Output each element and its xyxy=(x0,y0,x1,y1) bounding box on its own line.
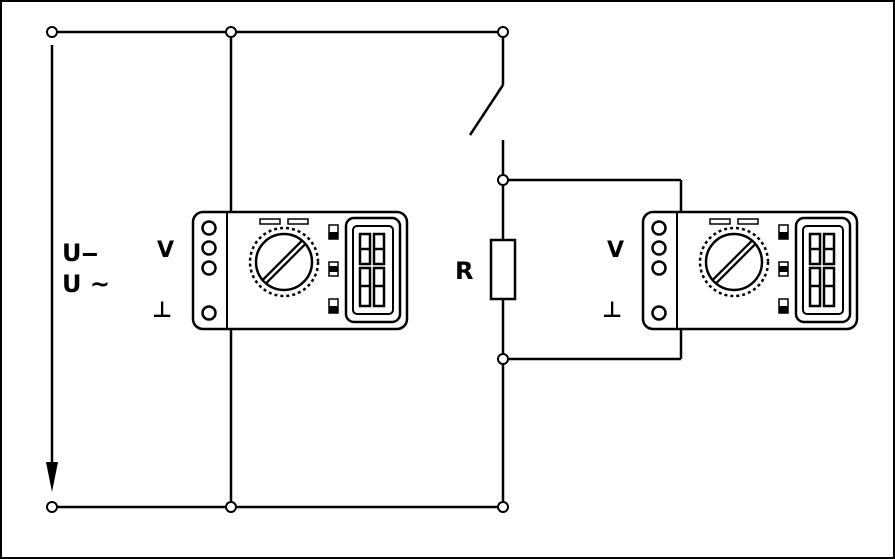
meter2-volt-label: V xyxy=(607,238,625,263)
terminal-nodes xyxy=(46,26,509,513)
meter2-ground-label: ⊥ xyxy=(602,298,623,323)
multimeter-1 xyxy=(191,210,409,331)
resistor xyxy=(489,238,517,301)
dc-voltage-label: U‒ xyxy=(62,239,99,267)
meter1-ground-label: ⊥ xyxy=(152,298,173,323)
ac-voltage-label: U ~ xyxy=(62,270,110,298)
resistor-label: R xyxy=(455,257,474,285)
meter1-volt-label: V xyxy=(157,238,175,263)
voltage-arrowhead xyxy=(46,462,58,492)
multimeter-2 xyxy=(641,210,859,331)
